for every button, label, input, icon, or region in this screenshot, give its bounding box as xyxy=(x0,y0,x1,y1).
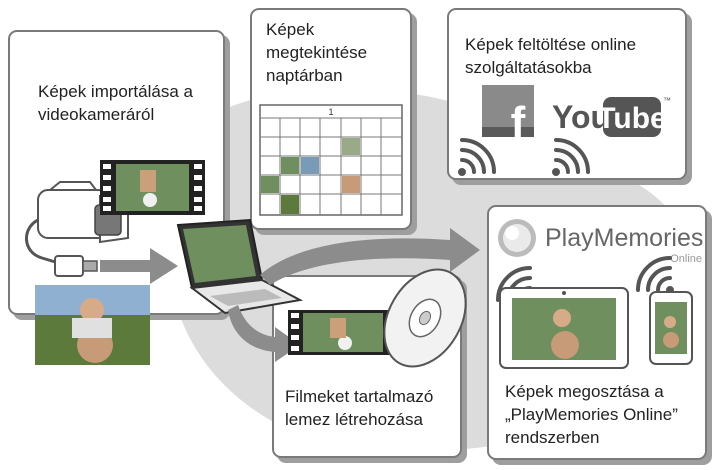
calendar-header-text: 1 xyxy=(328,107,333,117)
disc-label: Filmeket tartalmazó lemez létrehozása xyxy=(285,387,434,429)
facebook-letter: f xyxy=(511,98,526,147)
wireless-signal-icon xyxy=(552,138,590,176)
youtube-tube-box xyxy=(603,97,661,137)
smartphone-icon xyxy=(649,291,693,365)
wireless-signal-icon xyxy=(636,256,674,294)
playmemories-logo xyxy=(498,219,536,257)
youtube-you-text: You xyxy=(552,99,610,135)
upload-label: Képek feltöltése online szolgáltatásokba xyxy=(465,35,637,77)
arrow-to-laptop xyxy=(100,248,178,284)
youtube-tm: ™ xyxy=(663,96,671,105)
usb-plug-icon xyxy=(54,255,98,277)
disc-icon xyxy=(383,268,467,368)
calendar-label: Képek megtekintése naptárban xyxy=(266,20,368,85)
tablet-icon xyxy=(499,287,629,369)
playmemories-name: PlayMemories xyxy=(545,224,703,252)
import-label: Képek importálása a videokameráról xyxy=(38,82,193,124)
arrow-to-playmemories xyxy=(260,228,480,285)
share-label: Képek megosztása a „PlayMemories Online”… xyxy=(505,382,678,447)
wireless-signal-icon xyxy=(458,138,496,176)
facebook-logo xyxy=(482,85,534,137)
arrow-to-disc xyxy=(228,305,300,362)
playmemories-sub: Online xyxy=(670,253,702,265)
youtube-tube-text: Tube xyxy=(597,102,666,135)
calendar-icon xyxy=(259,104,403,216)
film-strip-icon xyxy=(288,310,398,355)
film-strip-icon xyxy=(100,160,205,215)
family-photo xyxy=(35,285,150,365)
laptop-icon xyxy=(176,218,304,315)
